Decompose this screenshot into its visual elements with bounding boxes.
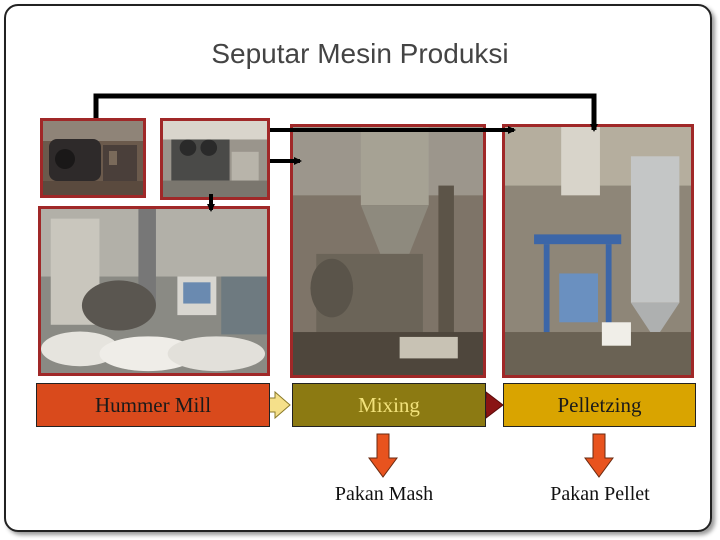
slide-frame [4,4,712,532]
output-pakan-pellet: Pakan Pellet [550,483,650,505]
slide-title: Seputar Mesin Produksi [211,38,509,69]
arrow-down-pellet [584,433,614,478]
photo-mixer [290,124,486,378]
steam-line-top [93,93,598,132]
photo-generator [160,118,270,200]
stage-pelletzing-label: Pelletzing [557,392,642,417]
output-pakan-mash: Pakan Mash [334,483,434,505]
photo-pellet-mill [502,124,694,378]
photo-boiler [40,118,146,198]
photo-hammer-mill [38,206,270,376]
arrow-down-mash [368,433,398,478]
stage-hammer-mill: Hummer Mill [36,383,270,427]
stage-mixing: Mixing [292,383,486,427]
stage-hammer-mill-label: Hummer Mill [94,392,212,417]
stage-pelletzing: Pelletzing [503,383,696,427]
stage-mixing-label: Mixing [358,392,420,417]
